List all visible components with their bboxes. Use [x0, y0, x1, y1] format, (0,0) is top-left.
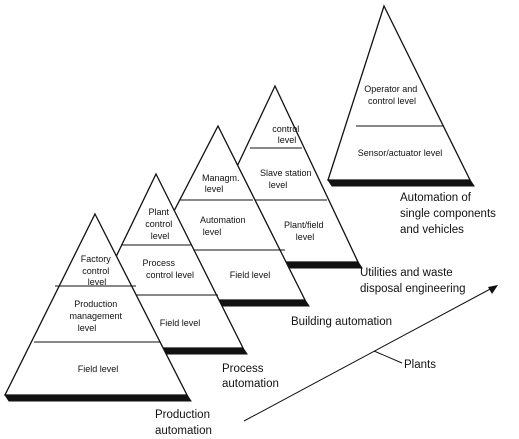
- process-level-2: Process control level: [142, 258, 194, 280]
- plants-axis-line: [243, 286, 495, 422]
- plants-label: Plants: [404, 359, 436, 371]
- process-level-3: Field level: [160, 318, 201, 328]
- production-level-3: Field level: [78, 364, 119, 374]
- single-level-2: Sensor/actuator level: [358, 148, 443, 158]
- caption-utilities: Utilities and waste disposal engineering: [360, 267, 466, 295]
- utilities-level-2: Slave station level: [260, 168, 314, 190]
- plants-axis-arrowhead: [488, 285, 498, 294]
- production-level-2: Production management level: [69, 299, 124, 333]
- utilities-level-1: control level: [272, 124, 302, 145]
- caption-single-components: Automation of single components and vehi…: [400, 192, 499, 236]
- caption-building: Building automation: [291, 316, 392, 328]
- pyramid-single-components: Operator and control level Sensor/actuat…: [327, 4, 475, 187]
- caption-process: Process automation: [222, 363, 279, 390]
- plants-axis: Plants: [243, 285, 498, 422]
- building-level-2: Automation level: [200, 215, 248, 237]
- utilities-level-3: Plant/field level: [284, 220, 326, 242]
- caption-production: Production automation: [155, 409, 213, 437]
- pyramid-production: Factory control level Production managem…: [3, 212, 192, 402]
- single-level-1: Operator and control level: [364, 84, 420, 106]
- building-level-3: Field level: [230, 270, 271, 280]
- production-level-1: Factory control level: [81, 254, 114, 287]
- process-level-1: Plant control level: [145, 207, 175, 241]
- building-level-1: Managm. level: [202, 173, 242, 194]
- plants-label-leader: [373, 350, 403, 364]
